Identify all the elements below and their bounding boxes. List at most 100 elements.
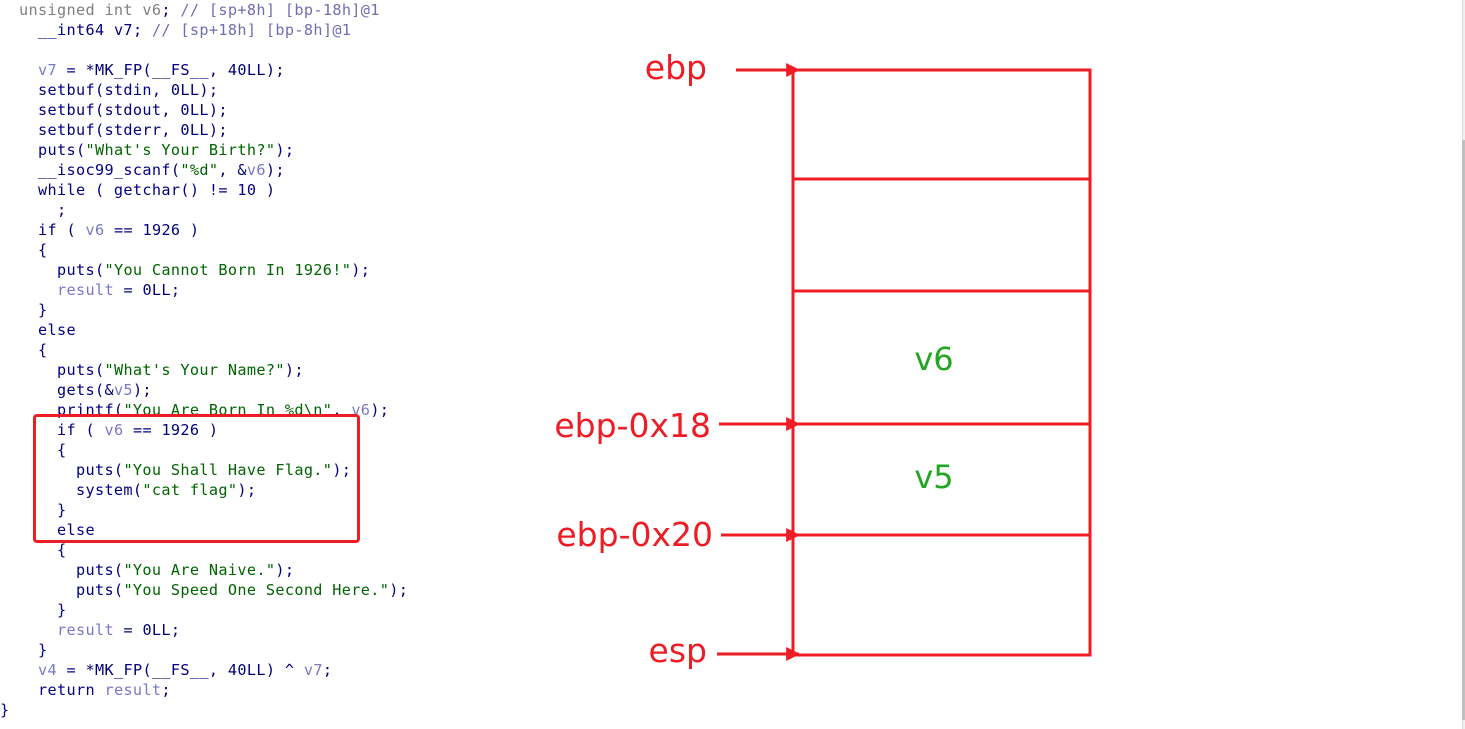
code-token: gets(&: [19, 381, 114, 399]
code-line: puts("You Are Naive.");: [19, 560, 294, 580]
code-token: "What's Your Birth?": [85, 141, 276, 159]
code-token: );: [265, 161, 285, 179]
code-token: );: [332, 461, 352, 479]
pointer-label-esp: esp: [649, 631, 707, 670]
slot-label-v5: v5: [914, 458, 953, 496]
code-line: }: [19, 300, 47, 320]
code-token: v7: [38, 61, 57, 79]
code-token: {: [19, 241, 48, 259]
code-token: ;: [170, 621, 181, 639]
code-line: puts("What's Your Birth?");: [19, 140, 294, 160]
code-token: ): [256, 181, 276, 199]
code-line: result = 0LL;: [19, 280, 180, 300]
code-line: if ( v6 == 1926 ): [19, 220, 199, 240]
code-token: ;: [161, 1, 181, 19]
code-token: if (: [19, 421, 105, 439]
code-token: }: [19, 641, 48, 659]
code-token: );: [237, 481, 257, 499]
code-token: "You Shall Have Flag.": [123, 461, 333, 479]
code-token: v7: [113, 21, 133, 39]
code-token: =: [113, 621, 143, 639]
code-token: = *MK_FP(__FS__,: [57, 61, 228, 79]
code-token: }: [19, 601, 67, 619]
code-token: );: [199, 81, 219, 99]
code-token: v6: [246, 161, 266, 179]
code-line: else: [19, 320, 76, 340]
code-token: );: [275, 561, 295, 579]
code-token: ==: [104, 221, 143, 239]
code-line: {: [19, 340, 47, 360]
code-token: 0LL: [180, 121, 209, 139]
code-token: puts(: [19, 461, 124, 479]
scrollbar-thumb[interactable]: [1462, 140, 1465, 720]
code-line: {: [19, 540, 66, 560]
code-token: result: [56, 621, 114, 639]
code-token: v4: [38, 661, 57, 679]
code-line: {: [19, 440, 66, 460]
code-token: }: [0, 701, 10, 719]
code-token: result: [56, 281, 114, 299]
code-token: );: [370, 401, 390, 419]
pointer-label-ebp-0x18: ebp-0x18: [554, 406, 711, 445]
code-line: v4 = *MK_FP(__FS__, 40LL) ^ v7;: [19, 660, 332, 680]
code-token: __int64: [19, 21, 114, 39]
code-token: v5: [113, 381, 133, 399]
code-line: {: [19, 240, 47, 260]
code-line: puts("You Speed One Second Here.");: [19, 580, 408, 600]
code-line: result = 0LL;: [19, 620, 180, 640]
code-token: ): [199, 421, 219, 439]
code-token: 1926: [142, 221, 181, 239]
code-token: v6: [142, 1, 162, 19]
code-token: ;: [132, 21, 152, 39]
code-token: "%d": [180, 161, 219, 179]
code-token: ;: [322, 661, 333, 679]
code-line: setbuf(stdout, 0LL);: [19, 100, 228, 120]
code-token: "cat flag": [142, 481, 238, 499]
code-line: if ( v6 == 1926 ): [19, 420, 218, 440]
code-token: return: [19, 681, 105, 699]
code-token: system(: [19, 481, 143, 499]
code-line: gets(&v5);: [19, 380, 152, 400]
code-line: __int64 v7; // [sp+18h] [bp-8h]@1: [19, 20, 351, 40]
code-token: // [sp+8h] [bp-18h]@1: [180, 1, 380, 19]
code-token: {: [19, 441, 67, 459]
code-token: );: [208, 121, 228, 139]
code-line: puts("You Cannot Born In 1926!");: [19, 260, 370, 280]
pointer-label-ebp: ebp: [645, 48, 707, 87]
code-token: while ( getchar() !=: [19, 181, 238, 199]
code-line: setbuf(stderr, 0LL);: [19, 120, 228, 140]
code-token: }: [19, 301, 48, 319]
code-token: 1926: [161, 421, 200, 439]
code-token: setbuf(stdin,: [19, 81, 171, 99]
code-token: puts(: [19, 141, 86, 159]
code-token: ,: [332, 401, 352, 419]
code-token: );: [389, 581, 409, 599]
code-token: 0LL: [142, 281, 171, 299]
code-token: ;: [170, 281, 181, 299]
code-line: system("cat flag");: [19, 480, 256, 500]
code-token: v6: [85, 221, 105, 239]
code-line: return result;: [19, 680, 171, 700]
code-token: ==: [123, 421, 162, 439]
code-token: );: [208, 101, 228, 119]
code-line: unsigned int v6; // [sp+8h] [bp-18h]@1: [19, 0, 380, 20]
code-line: else: [19, 520, 95, 540]
code-token: 40LL: [227, 61, 266, 79]
flag-branch-highlight-box: [33, 414, 360, 543]
slot-label-v6: v6: [914, 340, 953, 378]
code-token: 0LL: [142, 621, 171, 639]
code-token: "What's Your Name?": [104, 361, 285, 379]
code-token: }: [19, 501, 67, 519]
stack-outline: [791, 68, 1092, 657]
decompiled-code-pane: unsigned int v6; // [sp+8h] [bp-18h]@1 _…: [0, 0, 470, 729]
stack-frame-box: [791, 68, 1092, 657]
code-token: setbuf(stderr,: [19, 121, 181, 139]
code-token: 0LL: [170, 81, 200, 99]
code-token: puts(: [19, 261, 105, 279]
code-token: "You Are Naive.": [123, 561, 276, 579]
code-line: setbuf(stdin, 0LL);: [19, 80, 218, 100]
code-token: puts(: [19, 361, 105, 379]
code-token: else: [19, 521, 95, 539]
code-line: ;: [19, 200, 66, 220]
